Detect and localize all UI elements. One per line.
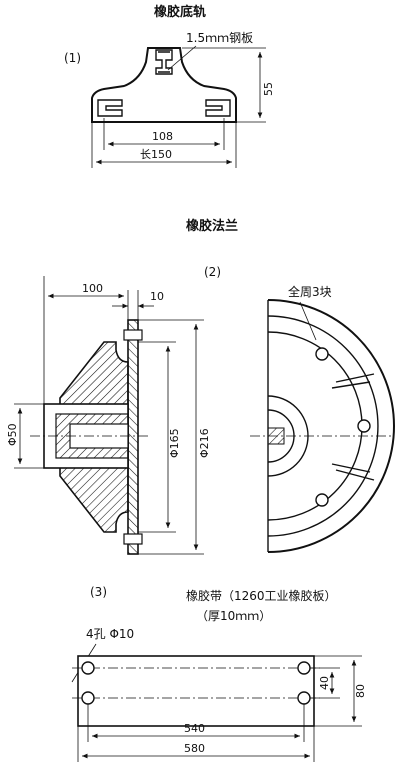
rail-part-number: (1) (64, 51, 81, 65)
belt-outline (77, 655, 315, 727)
flange-mid-label: Φ165 (168, 428, 181, 458)
belt-hole-bottom-left (81, 691, 95, 705)
belt-length-label: 580 (184, 742, 205, 755)
flange-part-number: (2) (204, 265, 221, 279)
belt-holes-note: 4孔 Φ10 (86, 627, 134, 641)
rubber-belt-figure: (3) 橡胶带（1260工业橡胶板） （厚10ｍｍ） 4孔 Φ10 40 80 … (71, 585, 367, 762)
flange-outer-label: Φ216 (198, 428, 211, 458)
flange-blocks-note: 全周3块 (288, 284, 332, 299)
rail-center-slot (155, 49, 173, 75)
flange-bolt-bottom (123, 533, 143, 545)
rubber-rail-figure: 橡胶底轨 (1) 1.5ｍｍ钢板 55 108 长150 (64, 4, 275, 168)
flange-end-view (250, 299, 395, 553)
rail-title: 橡胶底轨 (154, 4, 206, 20)
belt-title-line2: （厚10ｍｍ） (196, 609, 271, 623)
belt-width-label: 80 (354, 684, 367, 698)
end-view-hole-right (357, 419, 371, 433)
end-view-hole-bottom (315, 493, 329, 507)
flange-plate-label: 10 (150, 290, 164, 303)
flange-bolt-top (123, 329, 143, 341)
belt-title-line1: 橡胶带（1260工业橡胶板） (186, 588, 337, 603)
rubber-flange-figure: 橡胶法兰 (2) 100 10 Φ50 Φ165 (6, 218, 395, 555)
rail-height-label: 55 (262, 82, 275, 96)
rail-length-label: 长150 (140, 148, 172, 161)
flange-title: 橡胶法兰 (186, 218, 238, 234)
belt-hole-bottom-right (297, 691, 311, 705)
belt-hole-top-left (81, 661, 95, 675)
rail-steel-note: 1.5ｍｍ钢板 (186, 31, 253, 45)
rail-profile (91, 47, 237, 123)
rail-inner-width-label: 108 (152, 130, 173, 143)
end-view-hole-top (315, 347, 329, 361)
belt-part-number: (3) (90, 585, 107, 599)
belt-hole-length-label: 540 (184, 722, 205, 735)
flange-plate (127, 319, 139, 555)
belt-hole-top-right (297, 661, 311, 675)
rail-left-channel (97, 99, 123, 117)
flange-shaft-label: Φ50 (6, 423, 19, 446)
rail-right-channel (205, 99, 231, 117)
flange-depth-label: 100 (82, 282, 103, 295)
belt-hole-spacing-label: 40 (318, 676, 331, 690)
